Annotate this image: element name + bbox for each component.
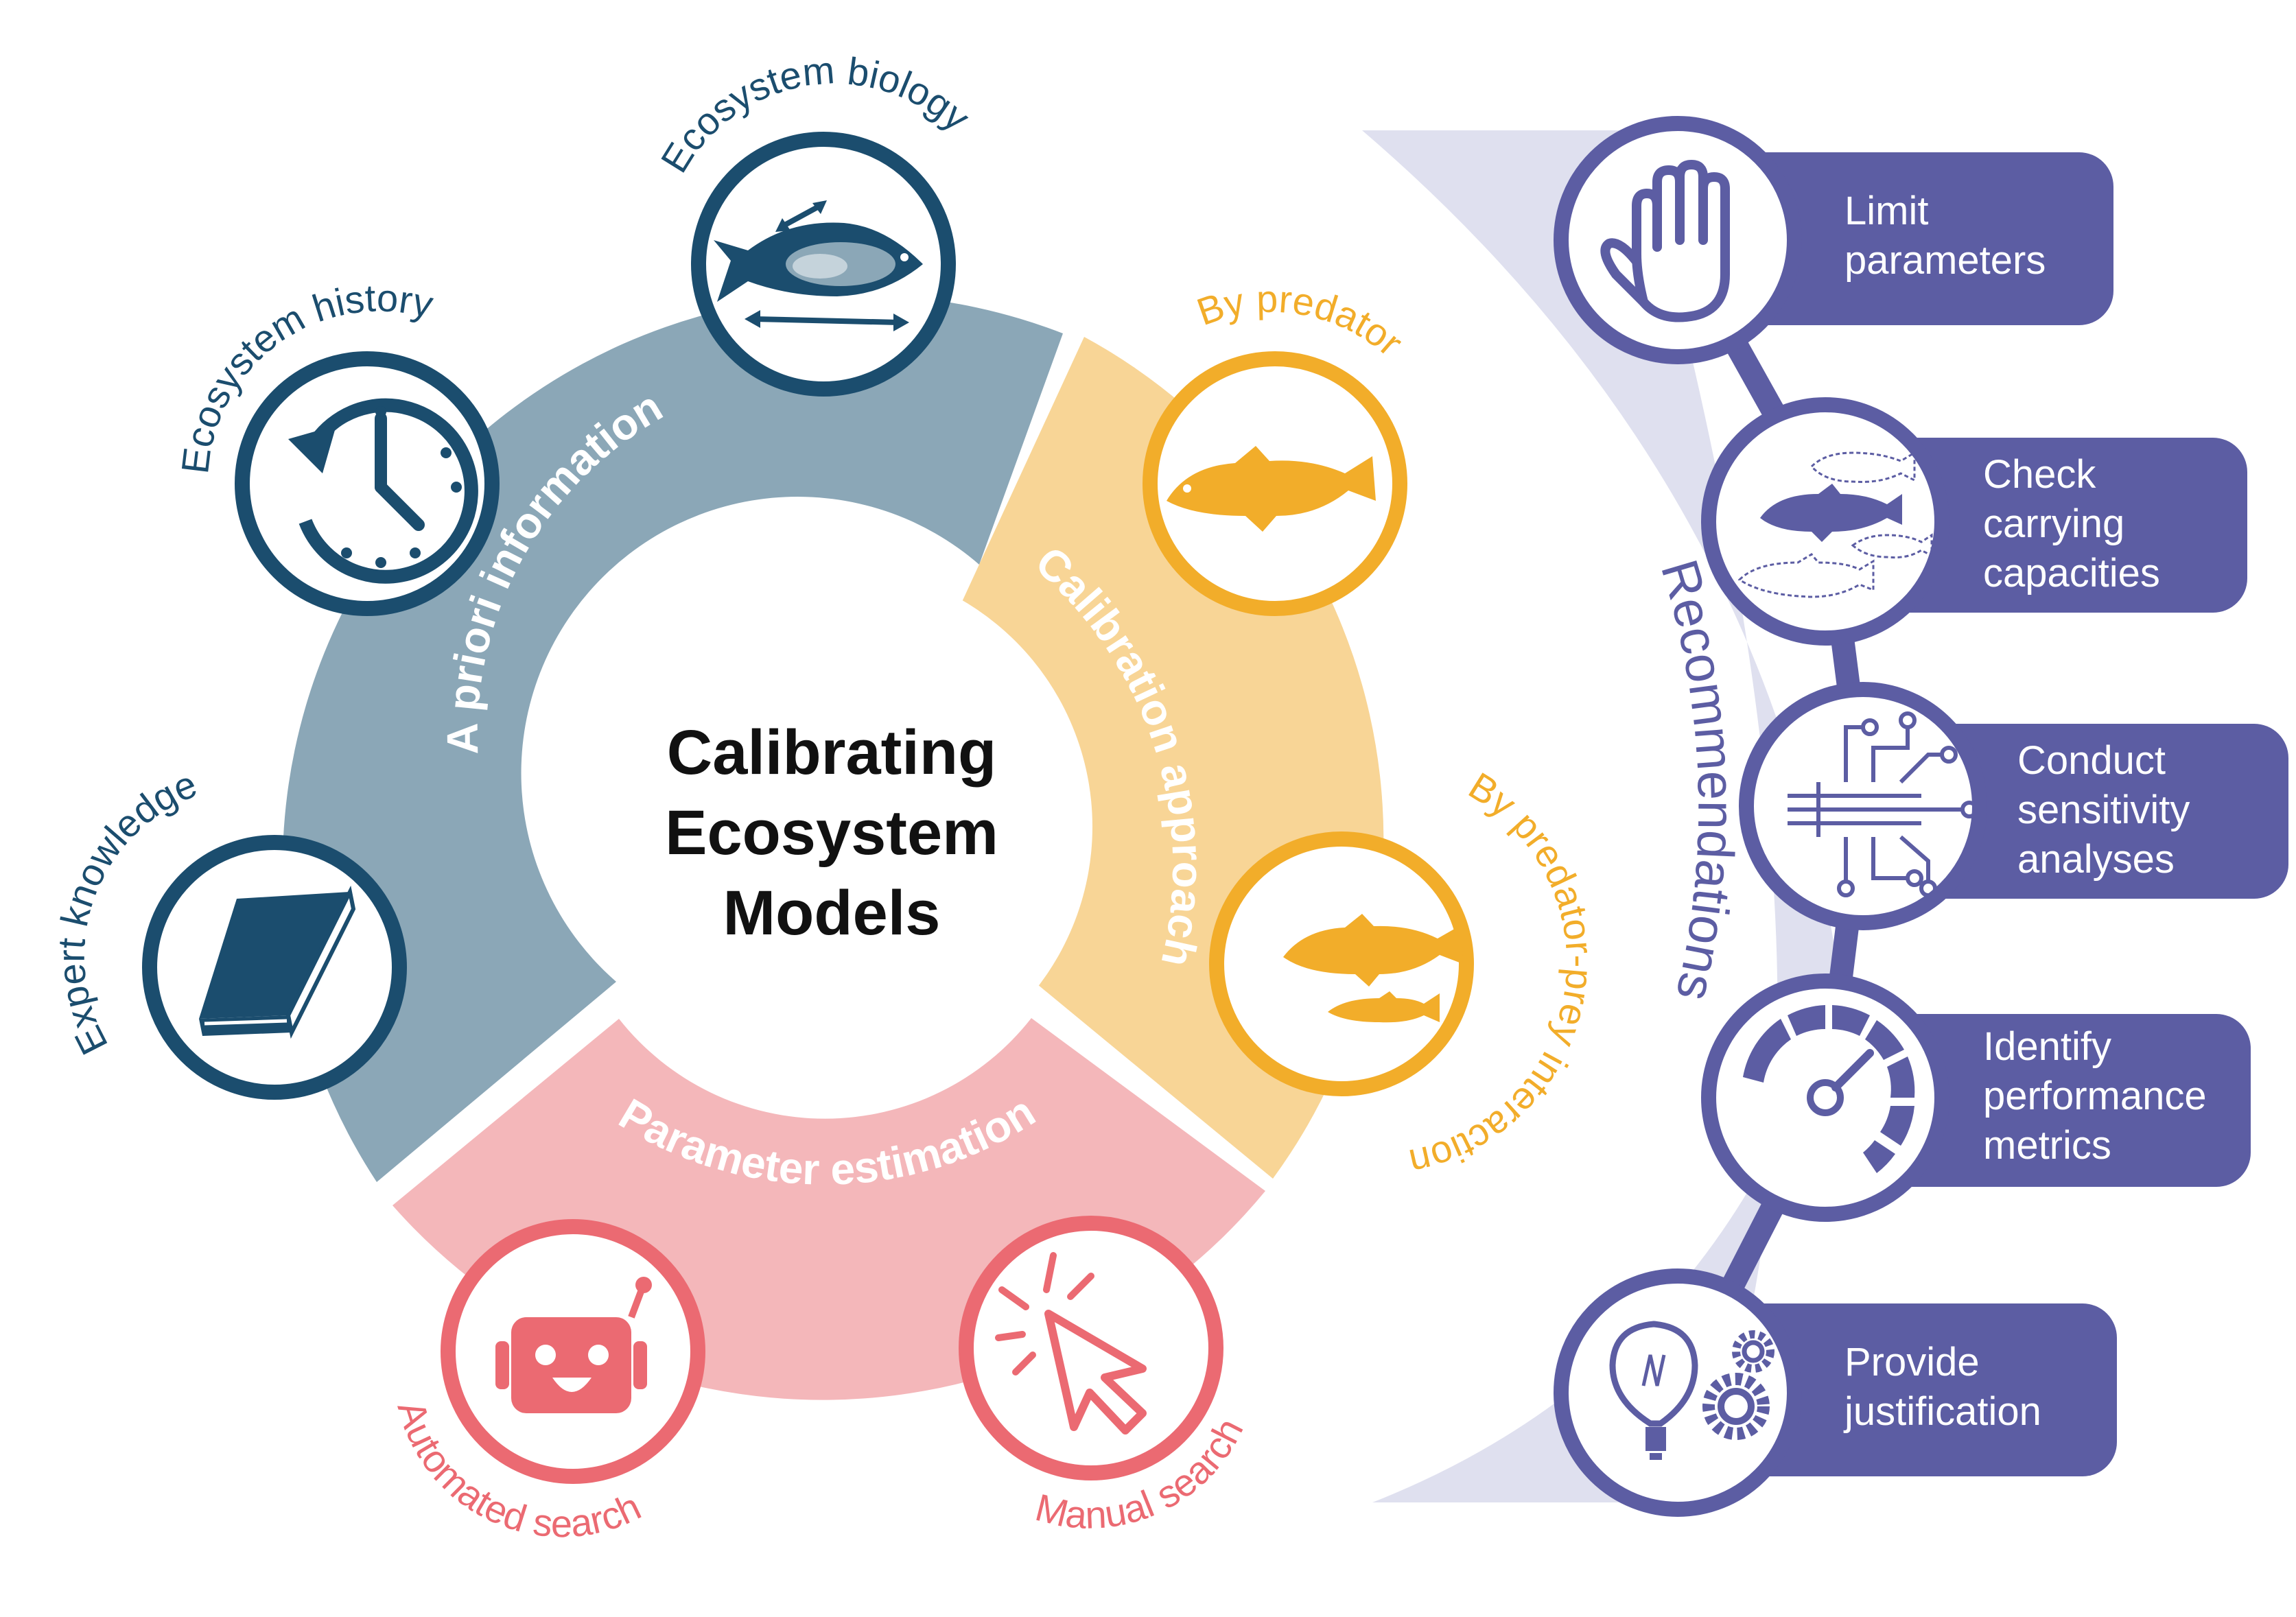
- book-icon: [199, 885, 356, 1039]
- lightbulb-gears-icon: [1609, 1321, 1774, 1460]
- node-by-predator-label: By predator: [1191, 277, 1411, 364]
- recommendation-label-5: Provide justification: [1844, 1338, 2041, 1437]
- center-title-line3: Models: [723, 878, 941, 948]
- center-disc: [568, 565, 1092, 1089]
- rec-line: capacities: [1983, 551, 2160, 595]
- node-ecosystem-biology: [691, 132, 956, 397]
- recommendation-check-carrying-capacities: [1701, 397, 2247, 646]
- node-by-predator: [1143, 351, 1407, 616]
- recommendation-label-4: Identify performance metrics: [1983, 1022, 2207, 1170]
- fish-outlines-icon: [1737, 451, 1933, 598]
- center-title-line2: Ecosystem: [665, 798, 998, 868]
- node-automated-search: [441, 1219, 705, 1484]
- rec-line: parameters: [1844, 238, 2046, 283]
- node-expert-knowledge: [142, 835, 407, 1100]
- robot-icon: [495, 1277, 652, 1413]
- gauge-icon: [1743, 1005, 1915, 1173]
- rec-line: Provide: [1844, 1340, 1980, 1384]
- circuit-icon: [1788, 711, 1978, 897]
- rec-line: analyses: [2017, 837, 2175, 882]
- rec-line: Check: [1983, 452, 2096, 497]
- recommendation-limit-parameters: [1554, 116, 2113, 364]
- center-title-line1: Calibrating: [667, 718, 996, 788]
- recommendation-label-2: Check carrying capacities: [1983, 450, 2160, 598]
- recommendation-provide-justification: [1554, 1268, 2117, 1517]
- cursor-click-icon: [995, 1252, 1147, 1435]
- recommendation-conduct-sensitivity-analyses: [1739, 682, 2288, 930]
- rec-line: carrying: [1983, 501, 2125, 546]
- node-by-predator-prey: [1209, 831, 1474, 1096]
- rec-line: metrics: [1983, 1123, 2111, 1168]
- history-clock-icon: [288, 398, 478, 584]
- hand-stop-icon: [1600, 160, 1730, 322]
- recommendation-identify-performance-metrics: [1701, 973, 2251, 1222]
- predator-prey-fish-icon: [1283, 914, 1463, 1023]
- node-ecosystem-history: [235, 351, 500, 616]
- rec-line: justification: [1844, 1389, 2041, 1434]
- recommendation-label-1: Limit parameters: [1844, 187, 2046, 285]
- recommendation-label-3: Conduct sensitivity analyses: [2017, 736, 2190, 884]
- fish-icon: [1167, 446, 1376, 532]
- recommendations-heading: Recommendations: [1650, 554, 1745, 1006]
- fish-anatomy-icon: [714, 200, 923, 331]
- rec-line: Identify: [1983, 1024, 2111, 1069]
- node-manual-search: [959, 1216, 1223, 1480]
- rec-line: Conduct: [2017, 738, 2166, 783]
- rec-line: sensitivity: [2017, 788, 2190, 832]
- rec-line: performance: [1983, 1074, 2207, 1118]
- rec-line: Limit: [1844, 189, 1929, 233]
